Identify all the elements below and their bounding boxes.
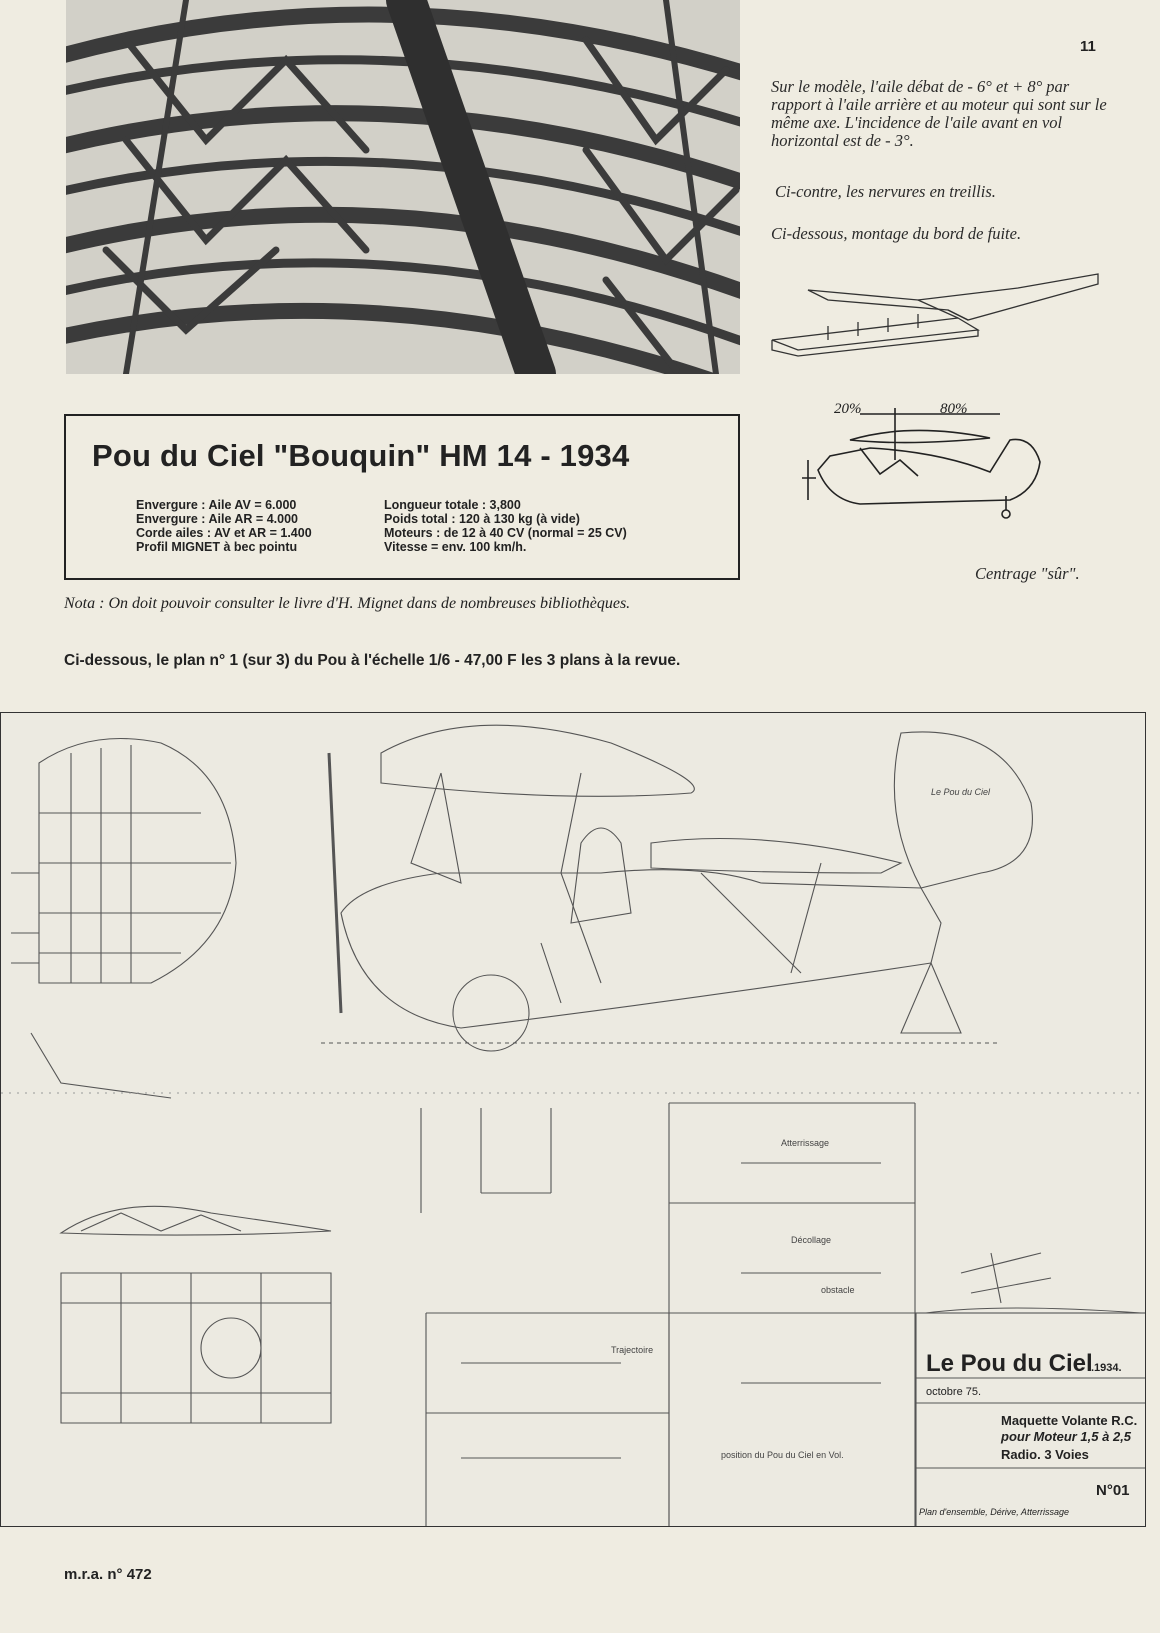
fuselage-outline	[340, 869, 942, 1029]
trailing-edge-caption: Ci-dessous, montage du bord de fuite.	[771, 224, 1022, 243]
spec-line: Envergure : Aile AV = 6.000	[136, 498, 297, 512]
specs-left-column: Envergure : Aile AV = 6.000 Envergure : …	[136, 498, 312, 554]
title-block-line4: Radio. 3 Voies	[1001, 1447, 1089, 1462]
specifications-box: Pou du Ciel "Bouquin" HM 14 - 1934 Enver…	[64, 414, 740, 580]
spec-line: Longueur totale : 3,800	[384, 498, 521, 512]
title-block-date: octobre 75.	[926, 1386, 981, 1398]
title-block-name: Le Pou du Ciel	[926, 1350, 1093, 1377]
trajectoire-label: Trajectoire	[611, 1345, 653, 1355]
footer-magazine-issue: m.r.a. n° 472	[64, 1566, 152, 1583]
page-number: 11	[1080, 38, 1096, 55]
title-block-line2: Maquette Volante R.C.	[1001, 1413, 1137, 1428]
title-block-plan-number: N°01	[1096, 1482, 1130, 1499]
wing-incidence-caption: Sur le modèle, l'aile débat de - 6° et +…	[771, 77, 1107, 150]
position-label: position du Pou du Ciel en Vol.	[721, 1450, 844, 1460]
title-block-line3: pour Moteur 1,5 à 2,5	[1000, 1429, 1132, 1444]
front-wing-profile	[380, 724, 695, 797]
ribs-caption: Ci-contre, les nervures en treillis.	[775, 182, 996, 201]
nota-text: Nota : On doit pouvoir consulter le livr…	[64, 595, 631, 612]
centrage-rear-percent: 80%	[940, 401, 968, 417]
model-plan-drawing: Le Pou du Ciel Atterrissage Décollage ob…	[0, 712, 1146, 1527]
obstacle-label: obstacle	[821, 1285, 855, 1295]
tail-lettering: Le Pou du Ciel	[931, 787, 991, 797]
spec-line: Moteurs : de 12 à 40 CV (normal = 25 CV)	[384, 526, 627, 540]
title-block-year: .1934.	[1091, 1362, 1122, 1374]
rib-lattice-photo	[66, 0, 740, 374]
fin-outline	[38, 738, 237, 984]
centrage-sketch: 20% 80%	[800, 400, 1072, 530]
specs-title: Pou du Ciel "Bouquin" HM 14 - 1934	[92, 438, 630, 473]
plan-caption: Ci-dessous, le plan n° 1 (sur 3) du Pou …	[64, 652, 681, 669]
trailing-edge-sketch	[768, 270, 1104, 360]
spec-line: Corde ailes : AV et AR = 1.400	[136, 526, 312, 540]
specs-right-column: Longueur totale : 3,800 Poids total : 12…	[384, 498, 627, 554]
centrage-front-percent: 20%	[834, 401, 862, 417]
atterrissage-label: Atterrissage	[781, 1138, 829, 1148]
centrage-caption: Centrage "sûr".	[975, 564, 1080, 583]
spec-line: Profil MIGNET à bec pointu	[136, 540, 298, 554]
title-block-footer-note: Plan d'ensemble, Dérive, Atterrissage	[919, 1507, 1069, 1517]
spec-line: Vitesse = env. 100 km/h.	[384, 540, 527, 554]
spec-line: Envergure : Aile AR = 4.000	[136, 512, 298, 526]
spec-line: Poids total : 120 à 130 kg (à vide)	[384, 512, 580, 526]
decollage-label: Décollage	[791, 1235, 831, 1245]
rudder-outline	[893, 731, 1033, 889]
rear-wing-profile	[650, 837, 903, 874]
